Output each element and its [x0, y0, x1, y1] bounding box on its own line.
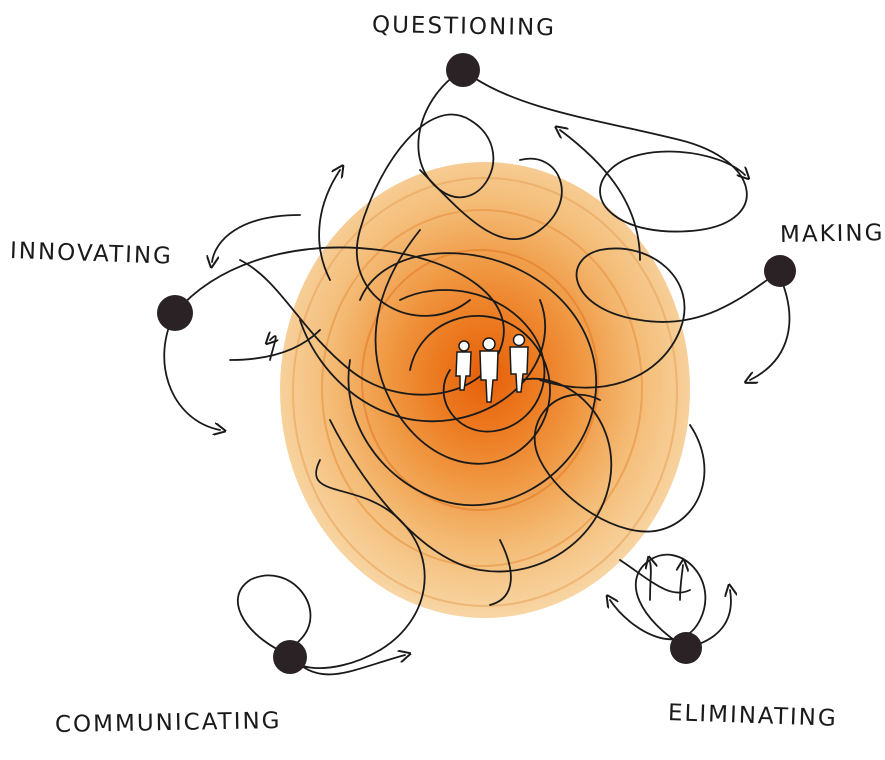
label-communicating: COMMUNICATING — [54, 708, 282, 738]
node-dot-eliminating — [670, 632, 702, 664]
node-dots — [157, 53, 796, 674]
orange-circle — [280, 162, 690, 618]
label-questioning: QUESTIONING — [371, 12, 557, 42]
figure-left — [455, 340, 472, 391]
figure-center — [479, 337, 499, 403]
node-dot-making — [764, 255, 796, 287]
figure-right — [509, 333, 529, 393]
node-dot-questioning — [446, 53, 480, 87]
node-dot-communicating — [273, 640, 307, 674]
node-dot-innovating — [157, 295, 193, 331]
label-making: MAKING — [779, 220, 885, 248]
people-figures — [455, 333, 529, 403]
